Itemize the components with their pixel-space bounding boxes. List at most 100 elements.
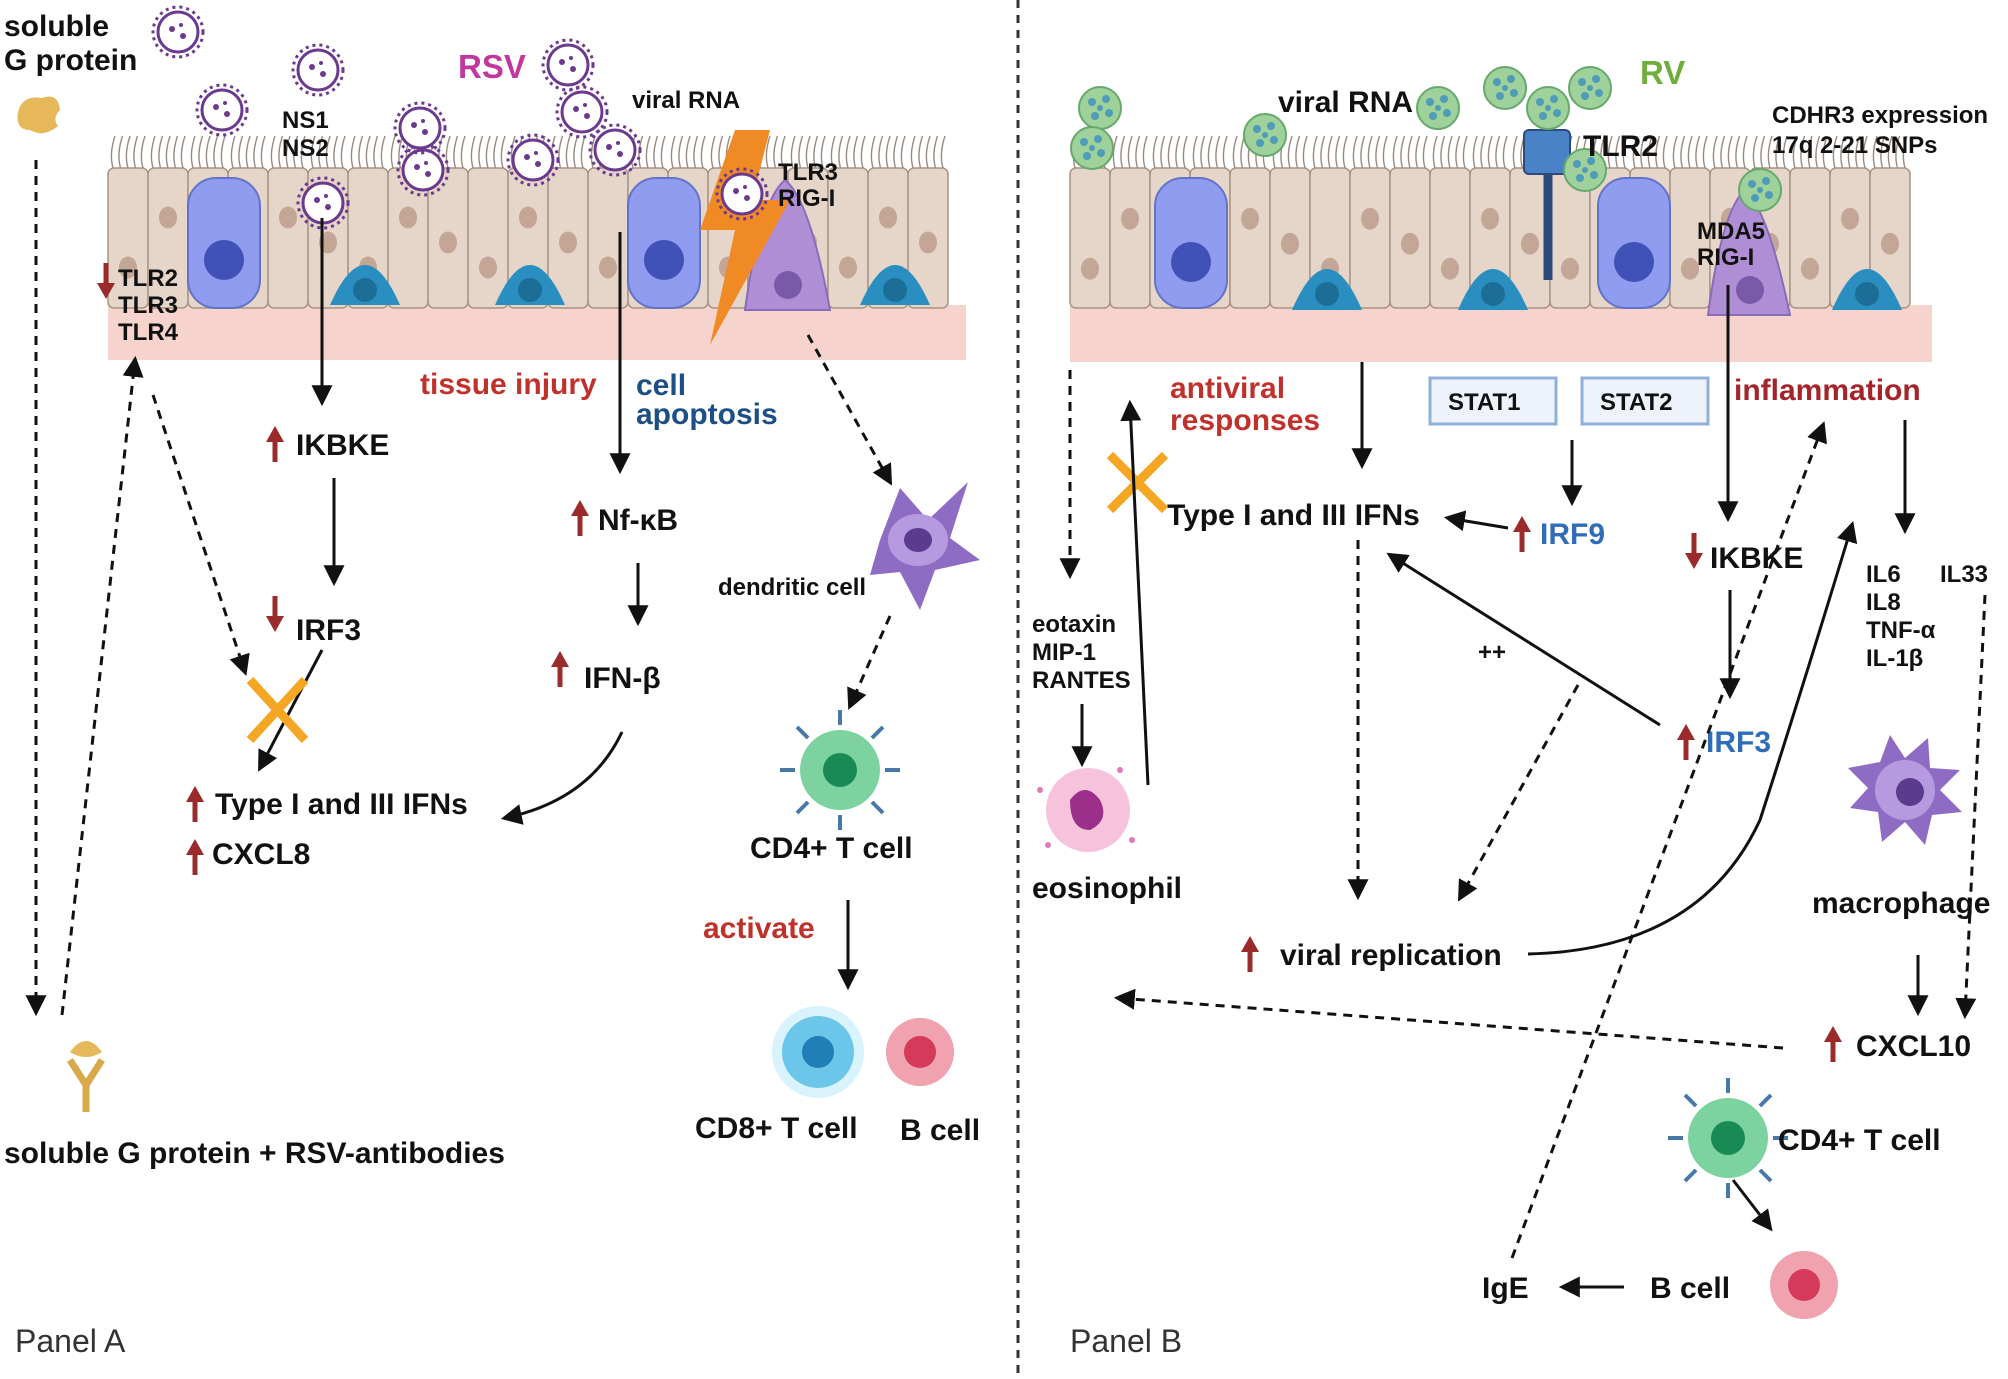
rsv-label: RSV [458,48,526,85]
dashed-arrow-dc-cd4 [847,615,892,710]
b-cell-icon [886,1018,954,1086]
ifnb-label: IFN-β [584,662,661,695]
panel-a-label: Panel A [15,1323,126,1359]
il33-label: IL33 [1940,561,1988,588]
cd4-t-cell-icon [1666,1076,1790,1200]
snps-label: 17q 2-21 SNPs [1772,132,1937,159]
macrophage-label: macrophage [1812,887,1990,920]
ikbke-label: IKBKE [296,429,389,462]
up-arrow-icon [186,839,204,875]
tlr2-receptor-icon [1523,129,1571,175]
panel-b: RV viral RNA TLR2 CDHR3 expression 17q 2… [1032,54,1990,1359]
dashed-arrow-ige-inflammation [1510,421,1827,1259]
down-arrow-icon [1685,533,1703,569]
inflammation-label: inflammation [1734,374,1921,407]
b-cell-icon [1770,1251,1838,1319]
stat2-label: STAT2 [1600,389,1672,416]
up-arrow-icon [1824,1026,1842,1062]
up-arrow-icon [551,651,569,687]
nfkb-label: Nf-κB [598,504,678,537]
macrophage-icon [1848,735,1962,845]
ns2-label: NS2 [282,135,329,162]
panel-a: soluble G protein RSV NS1 NS2 viral RNA … [4,5,980,1359]
eosinophil-icon [1037,767,1135,852]
cdhr3-label: CDHR3 expression [1772,102,1988,129]
tissue-injury-label: tissue injury [420,368,597,401]
arrow-replication-inflammation [1527,520,1858,956]
cxcl8-label: CXCL8 [212,838,310,871]
cd4-label-a: CD4+ T cell [750,832,913,865]
eotaxin-label: eotaxin [1032,611,1116,638]
activate-label: activate [703,912,815,945]
up-arrow-icon [186,786,204,822]
tlr2-label: TLR2 [1583,130,1658,163]
il6-label: IL6 [1866,561,1901,588]
irf3-label: IRF3 [296,614,361,647]
plusplus-label: ++ [1478,639,1506,666]
up-arrow-icon [571,500,589,536]
mip1-label: MIP-1 [1032,639,1096,666]
dashed-arrow-tlr-x [151,394,250,676]
epithelium-b [1069,129,1932,362]
apoptosis-label: apoptosis [636,398,778,431]
stat1-label: STAT1 [1448,389,1520,416]
g-protein-icon [17,96,60,134]
tlr3-label: TLR3 [778,159,838,186]
arrow-irf9-ifn [1443,510,1509,532]
type-ifn-label-a: Type I and III IFNs [215,788,468,821]
up-arrow-icon [266,426,284,462]
type-ifn-label-b: Type I and III IFNs [1167,499,1420,532]
dendritic-cell-label: dendritic cell [718,574,866,601]
viral-rna-label: viral RNA [632,87,740,114]
bcell-label-a: B cell [900,1114,980,1147]
dashed-arrow-cxcl10-eos [1113,988,1784,1050]
il1b-label: IL-1β [1866,645,1923,672]
rantes-label: RANTES [1032,667,1131,694]
inhibit-x-icon [1106,451,1169,514]
viral-replication-label: viral replication [1280,939,1502,972]
antiviral-label: antiviral [1170,372,1285,405]
dashed-arrow-ab-tlr [60,355,144,1016]
dendritic-cell-icon [870,482,980,610]
stat2-box [1580,376,1710,426]
irf9-label: IRF9 [1540,518,1605,551]
eosinophil-label: eosinophil [1032,872,1182,905]
up-arrow-icon [1513,516,1531,552]
tlr-down-2: TLR3 [118,292,178,319]
dashed-arrow-to-dc [806,334,893,486]
antibody-icon [67,1041,105,1112]
stat1-box [1428,376,1558,426]
rigi-label: RIG-I [778,185,835,212]
panel-b-label: Panel B [1070,1323,1182,1359]
rv-label: RV [1640,54,1685,91]
irf3-label-b: IRF3 [1706,726,1771,759]
cd8-t-cell-icon [772,1006,864,1098]
arrow-irf3-ifn [1386,552,1661,727]
cxcl10-label: CXCL10 [1856,1030,1971,1063]
soluble-g-label: soluble [4,10,109,43]
arrow-eos-antiviral [1120,399,1150,786]
epithelium-a [107,130,966,360]
viral-rna-label-b: viral RNA [1278,86,1413,119]
arrow-ifnb-ifn [500,731,624,825]
arrow-irf3-ifn [258,649,324,772]
il8-label: IL8 [1866,589,1901,616]
cd4-t-cell-icon [778,708,902,832]
up-arrow-icon [1677,724,1695,760]
tlr-down-1: TLR2 [118,265,178,292]
soluble-g-label-2: G protein [4,44,137,77]
dashed-arrow-il33-cxcl10 [1955,594,1987,1020]
antibodies-label: soluble G protein + RSV-antibodies [4,1137,505,1170]
up-arrow-icon [1241,936,1259,972]
down-arrow-icon [266,596,284,632]
cell-label: cell [636,369,686,402]
arrow-cd4-bcell [1731,1179,1773,1232]
tnfa-label: TNF-α [1866,617,1936,644]
ige-label: IgE [1482,1272,1529,1305]
lightning-icon [700,130,790,345]
cd4-label-b: CD4+ T cell [1778,1124,1941,1157]
dashed-arrow-irf3-replication [1457,684,1580,902]
mda5-label: MDA5 [1697,218,1765,245]
responses-label: responses [1170,404,1320,437]
